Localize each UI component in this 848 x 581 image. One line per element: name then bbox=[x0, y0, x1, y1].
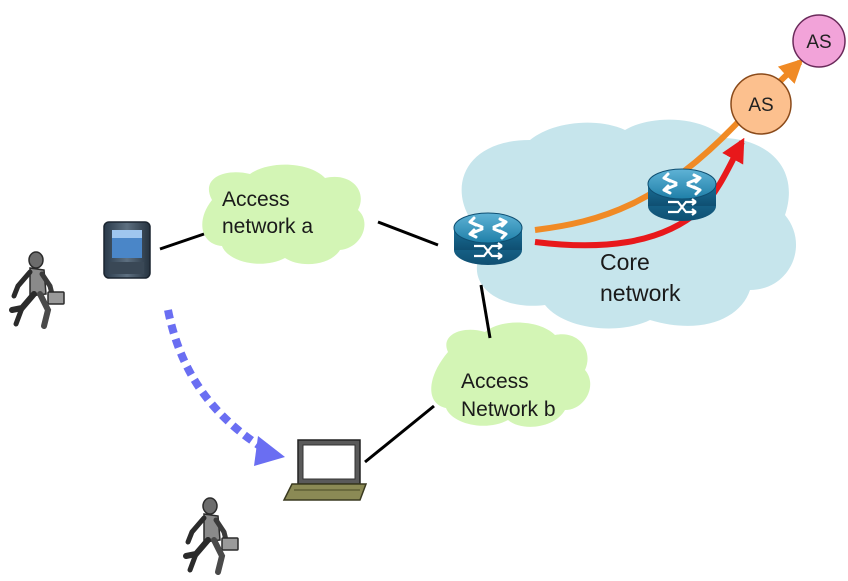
as-node-orange: AS bbox=[730, 73, 792, 135]
access-network-b-label-line2: Network b bbox=[461, 398, 556, 421]
smartphone-icon bbox=[103, 221, 151, 279]
handover-arrow bbox=[164, 309, 285, 466]
core-network-label-line1: Core bbox=[600, 249, 650, 275]
access-network-a-cloud bbox=[202, 164, 365, 265]
router-icon bbox=[646, 167, 718, 223]
walking-person-icon bbox=[12, 252, 64, 326]
as-label: AS bbox=[748, 95, 773, 116]
access-network-a-label-line1: Access bbox=[222, 188, 290, 211]
link-phone-access-a bbox=[159, 232, 205, 251]
as-node-pink: AS bbox=[792, 14, 846, 68]
access-network-b-label-line1: Access bbox=[461, 370, 529, 393]
link-router-access-b bbox=[479, 284, 492, 339]
laptop-icon bbox=[282, 439, 368, 501]
core-network-label-line2: network bbox=[600, 280, 681, 306]
link-access-a-router bbox=[377, 220, 439, 247]
core-network-cloud bbox=[457, 119, 797, 329]
as-label: AS bbox=[806, 32, 831, 53]
link-access-b-laptop bbox=[364, 404, 435, 464]
signaling-path-orange bbox=[534, 58, 804, 233]
access-network-b-cloud bbox=[431, 322, 591, 427]
router-icon bbox=[452, 211, 524, 267]
access-network-a-label-line2: network a bbox=[222, 215, 313, 238]
walking-person-icon bbox=[186, 498, 238, 572]
